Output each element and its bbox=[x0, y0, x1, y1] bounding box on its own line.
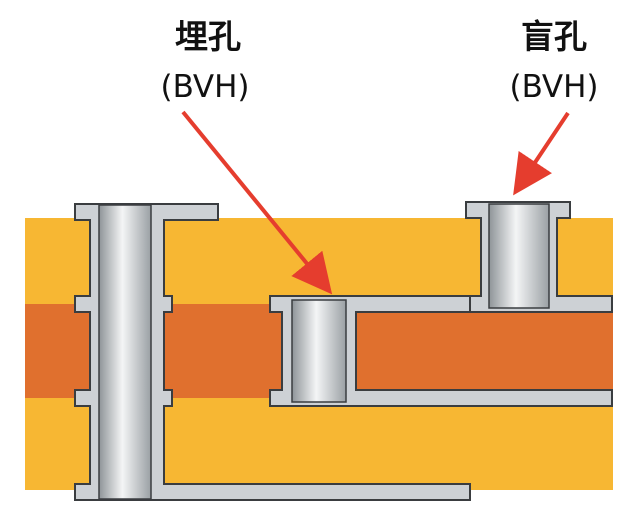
buried-via-barrel bbox=[291, 299, 347, 403]
through-hole-barrel bbox=[98, 204, 152, 500]
blind-via-barrel bbox=[488, 203, 550, 309]
buried-via-arrow bbox=[181, 110, 333, 295]
blind-via-arrow bbox=[513, 111, 570, 196]
blind-via bbox=[465, 201, 613, 313]
blind-via-abbr: (BVH) bbox=[509, 69, 598, 105]
through-hole-via bbox=[74, 203, 471, 501]
buried-via-abbr: (BVH) bbox=[160, 69, 249, 105]
buried-via-title: 埋孔 bbox=[175, 17, 241, 56]
blind-via-title: 盲孔 bbox=[521, 17, 587, 56]
